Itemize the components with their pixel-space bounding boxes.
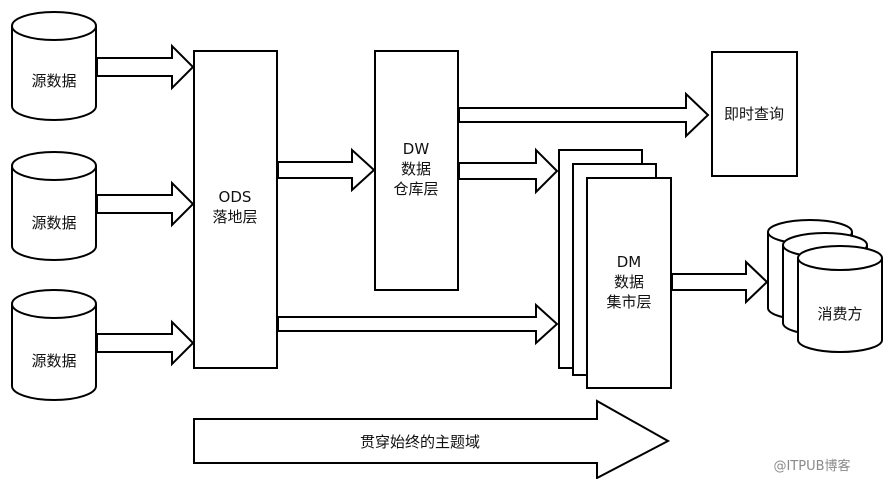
consumer-label: 消费方 <box>817 305 862 323</box>
dw-label-line2: 数据 <box>401 160 431 178</box>
dm-label-line2: 数据 <box>614 273 644 291</box>
query-box: 即时查询 <box>711 51 798 177</box>
ods-label-line1: ODS <box>219 188 252 206</box>
arrow-source3-to-ods <box>96 319 195 367</box>
arrow-ods-to-dm <box>277 302 559 346</box>
dm-label-line1: DM <box>617 253 642 271</box>
arrow-dw-to-query <box>458 91 710 139</box>
arrow-dw-to-dm <box>458 147 559 195</box>
subject-domain-arrow: 贯穿始终的主题域 <box>193 399 671 479</box>
arrow-source2-to-ods <box>96 180 195 228</box>
query-label: 即时查询 <box>724 105 784 123</box>
subject-domain-label: 贯穿始终的主题域 <box>360 433 480 451</box>
watermark-text: @ITPUB博客 <box>773 458 850 474</box>
dw-box: DW 数据 仓库层 <box>374 50 459 291</box>
arrow-ods-to-dw <box>277 147 376 193</box>
source-db-3-label: 源数据 <box>31 352 76 370</box>
arrow-source1-to-ods <box>96 43 195 91</box>
dw-label-line1: DW <box>403 140 430 158</box>
dw-label-line3: 仓库层 <box>393 180 438 198</box>
source-db-3: 源数据 <box>11 289 97 401</box>
source-db-1-label: 源数据 <box>31 72 76 90</box>
consumer-db-stack: 消费方 <box>767 219 883 353</box>
dm-stack: DM 数据 集市层 <box>558 149 672 389</box>
arrow-dm-to-consumer <box>671 259 769 305</box>
source-db-2: 源数据 <box>11 151 97 261</box>
dm-label-line3: 集市层 <box>606 293 651 311</box>
ods-label-line2: 落地层 <box>212 208 257 226</box>
source-db-1: 源数据 <box>11 11 97 121</box>
source-db-2-label: 源数据 <box>31 214 76 232</box>
ods-box: ODS 落地层 <box>193 50 278 369</box>
